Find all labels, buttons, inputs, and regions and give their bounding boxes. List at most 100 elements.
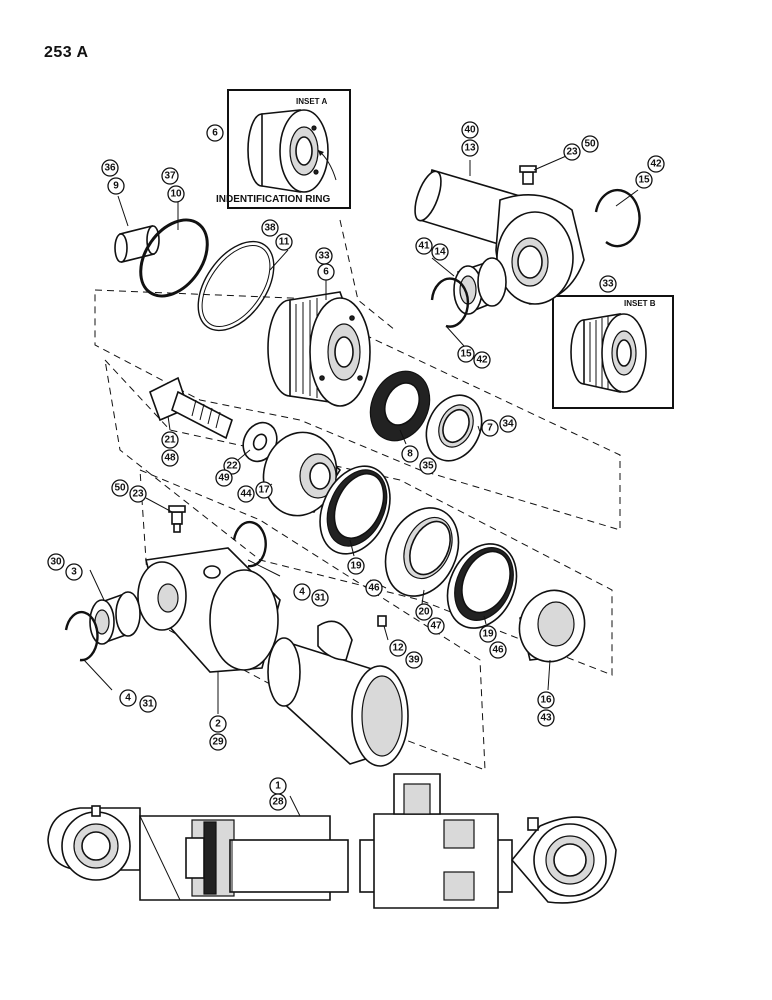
callout-number: 50 <box>114 483 126 494</box>
callout-circle <box>261 219 279 237</box>
rod-end-part <box>414 168 585 305</box>
callout-number: 7 <box>487 423 493 434</box>
backup-ring-part <box>139 218 209 298</box>
callout-number: 15 <box>638 175 650 186</box>
inset-b-label: INSET B <box>624 299 656 308</box>
callout-number: 16 <box>540 695 552 706</box>
callout-number: 44 <box>240 489 252 500</box>
callout-circle <box>563 143 581 161</box>
callout-circle <box>107 177 125 195</box>
callout-number: 19 <box>482 629 494 640</box>
gland-part <box>267 291 371 407</box>
callout-c42b: 42 <box>473 351 491 369</box>
callout-circle <box>167 185 185 203</box>
callout-number: 6 <box>323 267 329 278</box>
piston-nut-part <box>518 589 586 663</box>
callout-c21: 21 <box>161 431 179 449</box>
callout-number: 3 <box>71 567 77 578</box>
callout-c4a: 4 <box>293 583 311 601</box>
callout-circle <box>237 485 255 503</box>
o-ring-part <box>197 240 275 332</box>
callout-c38: 38 <box>261 219 279 237</box>
callout-c29: 29 <box>209 733 227 751</box>
piston-ring-part-b <box>446 543 518 629</box>
callout-c23b: 23 <box>129 485 147 503</box>
callout-circle <box>255 481 273 499</box>
callout-circle <box>415 237 433 255</box>
callout-c34: 34 <box>499 415 517 433</box>
callout-number: 4 <box>299 587 305 598</box>
callout-c41: 41 <box>415 237 433 255</box>
callout-number: 38 <box>264 223 276 234</box>
callout-inset-a-6: 6 <box>206 124 224 142</box>
callout-circle <box>215 469 233 487</box>
callout-circle <box>431 243 449 261</box>
callout-number: 10 <box>170 189 182 200</box>
bolt-part <box>149 376 233 440</box>
callout-c10: 10 <box>167 185 185 203</box>
callout-c46a: 46 <box>365 579 383 597</box>
callout-number: 31 <box>314 593 326 604</box>
callout-c14: 14 <box>431 243 449 261</box>
callout-number: 15 <box>460 349 472 360</box>
callout-number: 31 <box>142 699 154 710</box>
callout-number: 12 <box>392 643 404 654</box>
callout-c2: 2 <box>209 715 227 733</box>
callout-c3: 3 <box>65 563 83 581</box>
inset-b: INSET B <box>552 295 674 409</box>
callout-circle <box>479 625 497 643</box>
callout-c44: 44 <box>237 485 255 503</box>
callout-circle <box>65 563 83 581</box>
callout-circle <box>101 159 119 177</box>
callout-circle <box>161 449 179 467</box>
callout-circle <box>461 121 479 139</box>
snap-ring-part-c <box>232 520 267 568</box>
callout-circle <box>457 345 475 363</box>
callout-number: 17 <box>258 485 270 496</box>
inset-a: INSET A INDENTIFICATION RING <box>216 89 351 209</box>
callout-number: 40 <box>464 125 476 136</box>
identification-ring-label: INDENTIFICATION RING <box>216 194 330 205</box>
callout-number: 14 <box>434 247 446 258</box>
callout-c39: 39 <box>405 651 423 669</box>
callout-number: 23 <box>132 489 144 500</box>
callout-circle <box>365 579 383 597</box>
callout-circle <box>129 485 147 503</box>
washer-part <box>242 421 278 463</box>
callout-c11: 11 <box>275 233 293 251</box>
callout-circle <box>581 135 599 153</box>
callout-circle <box>209 733 227 751</box>
cylinder-tube-part <box>267 579 409 767</box>
callout-c49: 49 <box>215 469 233 487</box>
callout-number: 42 <box>650 159 662 170</box>
callout-circle <box>223 457 241 475</box>
callout-circle <box>389 639 407 657</box>
callout-number: 46 <box>368 583 380 594</box>
callout-number: 47 <box>430 621 442 632</box>
o-ring-inner-edge <box>201 244 271 328</box>
callout-number: 23 <box>566 147 578 158</box>
callout-c19b: 19 <box>479 625 497 643</box>
callout-number: 46 <box>492 645 504 656</box>
callout-c31b: 31 <box>139 695 157 713</box>
callout-number: 2 <box>215 719 221 730</box>
callout-c17: 17 <box>255 481 273 499</box>
callout-circle <box>489 641 507 659</box>
piston-ring-part-a <box>319 465 391 555</box>
group-outline-rod-link <box>339 219 396 331</box>
callout-number: 8 <box>407 449 413 460</box>
callout-circle <box>293 583 311 601</box>
inset-a-label: INSET A <box>296 97 327 106</box>
callout-circle <box>269 793 287 811</box>
callout-number: 1 <box>275 781 281 792</box>
callout-c16: 16 <box>537 691 555 709</box>
cylinder-base-end-part <box>137 547 281 673</box>
callout-circle <box>481 419 499 437</box>
callout-number: 11 <box>279 237 290 248</box>
callout-inset-b-33: 33 <box>599 275 617 293</box>
callout-circle <box>139 695 157 713</box>
callout-c50a: 50 <box>581 135 599 153</box>
callout-c48: 48 <box>161 449 179 467</box>
bushing-part <box>114 224 160 264</box>
